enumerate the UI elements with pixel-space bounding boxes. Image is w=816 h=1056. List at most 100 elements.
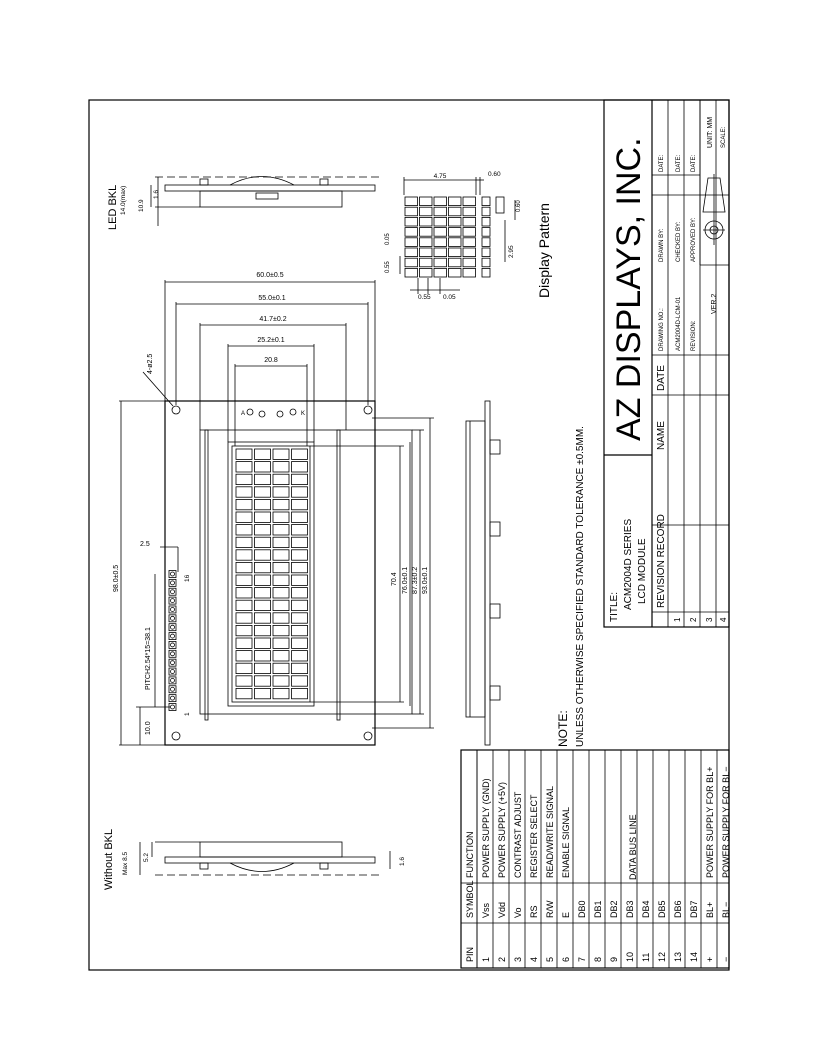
- pin-table-cell: −: [721, 957, 731, 962]
- pin-table-cell: 2: [497, 957, 507, 962]
- pattern-dot: [462, 216, 476, 227]
- pattern-dim-295: 2.95: [508, 245, 515, 258]
- pin-hole: [170, 607, 175, 612]
- nobkl-dim-52: 5.2: [143, 853, 150, 862]
- revision-row-2: 2: [689, 617, 698, 622]
- pattern-dot: [419, 267, 433, 278]
- revision-label: REVISION:: [691, 320, 697, 351]
- character-cell: [254, 574, 271, 586]
- bl-anode-label: A: [241, 411, 245, 417]
- without-bkl-label: Without BKL: [103, 829, 115, 890]
- pin-table-cell: DB5: [657, 900, 667, 918]
- character-cell: [291, 562, 308, 574]
- pattern-dot: [419, 196, 433, 207]
- pattern-dot: [433, 267, 447, 278]
- pin-hole: [170, 571, 175, 577]
- character-cell: [254, 524, 271, 536]
- module-side-view: [465, 400, 501, 746]
- module-front-view: A K 16 1 60.0±0.5 55.0±0.1 41.7±0.2 25.2…: [113, 272, 434, 746]
- character-cell: [254, 675, 271, 687]
- pattern-dot: [448, 227, 462, 237]
- dim-873: 87.3±0.2: [412, 567, 419, 594]
- drawing-no-value: ACM2004D-LCM-01: [676, 296, 682, 351]
- pattern-dot: [462, 267, 476, 278]
- character-cell: [272, 448, 290, 460]
- character-cell: [235, 562, 253, 574]
- bl-cathode-label: K: [301, 411, 305, 417]
- character-cell: [272, 587, 290, 599]
- character-cell: [272, 637, 290, 649]
- dim-width-60: 60.0±0.5: [256, 272, 283, 279]
- date-label-3: DATE:: [691, 154, 697, 172]
- pin-table-cell: CONTRAST ADJUST: [513, 791, 523, 878]
- revision-row-3: 3: [705, 617, 714, 622]
- pin-pad: [168, 649, 177, 658]
- pin-table-cell: DB0: [577, 900, 587, 918]
- character-cell: [235, 650, 253, 662]
- drawn-by-label: DRAWN BY:: [659, 228, 665, 262]
- character-cell: [254, 473, 271, 486]
- character-cell: [291, 549, 308, 561]
- pin-table-cell: POWER SUPPLY FOR BL−: [721, 767, 731, 878]
- led-dim-140: 14.0(max): [120, 186, 127, 215]
- character-cell: [235, 587, 253, 599]
- date-label-2: DATE:: [676, 154, 682, 172]
- data-bus-label: DATA BUS LINE: [628, 814, 638, 880]
- pin-table-cell: 4: [529, 957, 539, 962]
- pattern-dot: [462, 227, 476, 237]
- pattern-dot: [419, 257, 433, 268]
- character-cell: [291, 612, 308, 624]
- character-cell: [235, 637, 253, 649]
- character-cell: [291, 637, 308, 649]
- pin-hole: [170, 695, 175, 701]
- pin-hole: [170, 580, 175, 586]
- pattern-dot: [448, 196, 462, 207]
- character-cell: [235, 688, 253, 700]
- pin-hole: [170, 589, 175, 595]
- character-cell: [291, 473, 308, 486]
- pattern-dim-005a: 0.05: [385, 233, 391, 245]
- pin-table-cell: DB7: [689, 900, 699, 918]
- led-dim-16: 1.6: [153, 190, 160, 199]
- pin-hole: [170, 633, 175, 639]
- pattern-dot: [433, 206, 447, 217]
- pin-pad: [168, 614, 177, 623]
- date-header: DATE: [656, 365, 667, 391]
- character-cell: [272, 486, 290, 498]
- pin-hole: [170, 598, 175, 603]
- dim-704: 70.4: [391, 572, 398, 586]
- pin-table-cell: 3: [513, 957, 523, 962]
- no-backlight-side-view: Without BKL Max 8.5 5.2 1.6: [103, 829, 406, 890]
- pin-table-cell: 1: [481, 957, 491, 962]
- pin-pad: [168, 676, 177, 685]
- pin-table-cell: 13: [673, 952, 683, 962]
- character-cell: [254, 498, 271, 511]
- character-cell: [235, 599, 253, 612]
- pin-hole: [170, 678, 175, 683]
- pattern-dot: [404, 196, 418, 207]
- pattern-dot: [419, 206, 433, 217]
- pin-pad: [168, 641, 177, 649]
- pattern-dim-005b: 0.05: [443, 294, 456, 301]
- pin-table-cell: DB3: [625, 900, 635, 918]
- pattern-dot: [404, 216, 418, 227]
- pin-table-cell: REGISTER SELECT: [529, 794, 539, 878]
- checked-by-label: CHECKED BY:: [676, 221, 682, 262]
- pin-pad: [168, 587, 177, 596]
- revision-row-4: 4: [719, 617, 728, 622]
- character-cell: [235, 486, 253, 498]
- pattern-adjacent-dot: [481, 257, 491, 268]
- pattern-dot: [404, 247, 418, 258]
- character-cell: [254, 599, 271, 612]
- pattern-adjacent-dot: [481, 227, 491, 237]
- pin-hole: [170, 651, 175, 657]
- pattern-adjacent-dot: [481, 237, 491, 247]
- pattern-dim-475: 4.75: [434, 173, 447, 180]
- character-cell: [291, 587, 308, 599]
- pin-pad: [168, 658, 177, 667]
- pattern-dim-055b: 0.55: [418, 294, 431, 301]
- title-label: TITLE:: [609, 592, 620, 622]
- nobkl-dim-16: 1.6: [399, 857, 406, 866]
- character-cell: [254, 536, 271, 549]
- character-cell: [235, 625, 253, 637]
